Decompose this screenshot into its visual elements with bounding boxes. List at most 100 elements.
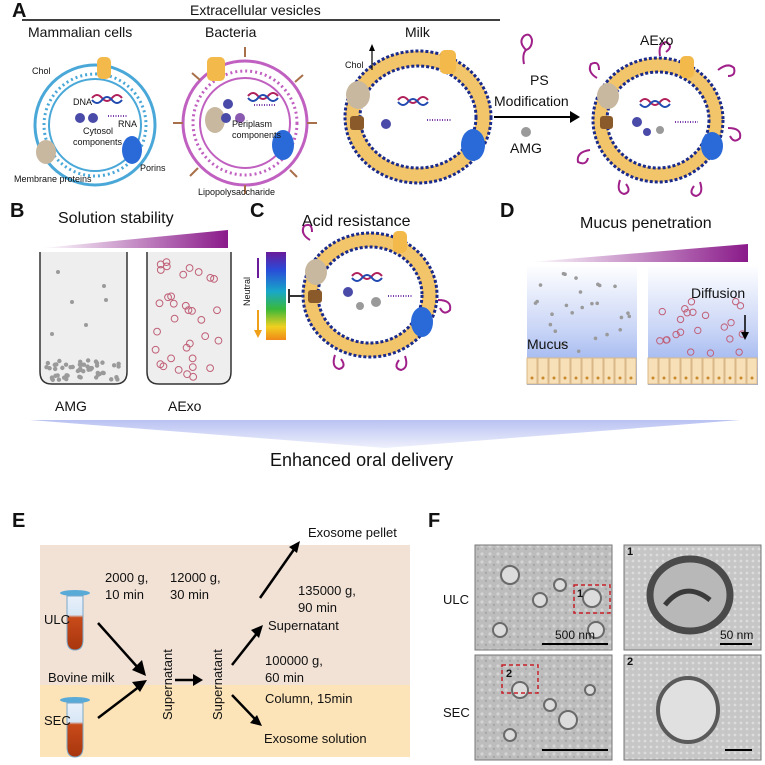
step1-line1: 2000 g,: [105, 570, 149, 585]
mucus-trapped-particle: [533, 301, 538, 305]
amg-sediment-particle: [54, 362, 59, 367]
mucus-trapped-particle: [548, 322, 553, 327]
mucus-trapped-particle: [626, 311, 630, 315]
ulc-label: ULC: [44, 612, 71, 627]
aexo-particle: [188, 307, 196, 315]
extracellular-vesicles-title: Extracellular vesicles: [190, 2, 321, 18]
panel-a: [22, 19, 742, 198]
step2-line1: 12000 g,: [170, 570, 221, 585]
panel-letter-f: F: [428, 510, 441, 532]
cell-nucleus: [607, 376, 611, 380]
exosome-pellet-label: Exosome pellet: [308, 525, 397, 540]
diffusing-aexo-particle: [658, 307, 666, 316]
supernatant-vertical-1: Supernatant: [160, 649, 175, 720]
mucus-trapped-particle: [578, 290, 583, 294]
diffusing-aexo-particle: [706, 349, 715, 357]
acid-resistance-title: Acid resistance: [302, 213, 411, 230]
mucus-trapped-particle: [597, 283, 602, 288]
amg-sediment-particle: [116, 364, 121, 369]
lipopolysaccharide-label: Lipopolysaccharide: [198, 187, 276, 197]
aexo-particle: [188, 363, 197, 372]
panel-letter-c: C: [250, 200, 265, 222]
step3-line1: 135000 g,: [298, 583, 356, 598]
aexo-particle: [201, 332, 210, 341]
mammalian-cells-label: Mammalian cells: [28, 24, 133, 40]
row-ulc-label: ULC: [443, 592, 470, 607]
ps-label: PS: [530, 72, 549, 88]
aexo-particle: [214, 336, 223, 345]
tube-sec: [60, 697, 90, 758]
epithelial-cell: [647, 357, 659, 385]
step4-line2: 60 min: [265, 670, 305, 685]
cell-nucleus: [574, 376, 578, 380]
epithelial-cell: [526, 357, 538, 385]
diffusing-aexo-particle: [676, 315, 685, 324]
cytosol-label: Cytosol: [83, 126, 114, 136]
epithelial-cell: [592, 357, 604, 385]
aexo-particle: [185, 264, 194, 272]
amg-sediment-particle: [78, 359, 83, 365]
tube-ulc: [60, 590, 90, 651]
amg-sediment-particle: [114, 375, 119, 380]
diffusing-aexo-particle: [681, 305, 689, 313]
amg-sediment-particle: [88, 367, 93, 372]
mucus-trapped-particle: [595, 301, 600, 306]
diffusing-aexo-particle: [720, 323, 729, 331]
cell-nucleus: [541, 376, 545, 380]
amg-sediment-particle: [97, 371, 102, 377]
epithelial-cell: [724, 357, 736, 385]
ph-color-scale: [266, 252, 286, 340]
mucus-penetration-title: Mucus penetration: [580, 215, 712, 232]
diffusing-aexo-particle: [676, 328, 685, 336]
mucus-trapped-particle: [576, 349, 581, 354]
epithelial-cell: [746, 357, 758, 385]
cell-nucleus: [673, 376, 677, 380]
cell-nucleus: [662, 376, 666, 380]
diffusing-aexo-particle: [689, 308, 697, 316]
enhanced-oral-delivery-text: Enhanced oral delivery: [270, 450, 454, 470]
mucus-trapped-particle: [593, 336, 598, 341]
panel-c: [254, 223, 452, 372]
cell-nucleus: [651, 376, 655, 380]
aexo-particle: [167, 292, 176, 301]
cell-nucleus: [695, 376, 699, 380]
modification-label: Modification: [494, 93, 569, 109]
epithelial-cell: [581, 357, 593, 385]
milk-vesicle: [343, 44, 493, 185]
mucus-trapped-particle: [570, 310, 575, 315]
epithelial-cell: [702, 357, 714, 385]
aexo-particle: [194, 268, 203, 276]
amg-sediment-particle: [57, 358, 62, 364]
membrane-proteins-label: Membrane proteins: [14, 174, 92, 184]
aexo-particle: [206, 364, 215, 373]
step2-line2: 30 min: [170, 587, 210, 602]
exosome-solution-label: Exosome solution: [264, 731, 367, 746]
cell-nucleus: [750, 376, 754, 380]
aexo-particle: [174, 366, 183, 374]
amg-tube-label: AMG: [55, 398, 87, 414]
mucus-trapped-particle: [613, 284, 617, 289]
aexo-tube-label: AExo: [168, 398, 202, 414]
mucus-trapped-particle: [560, 342, 565, 347]
bovine-milk-label: Bovine milk: [48, 670, 115, 685]
aexo-particle: [169, 299, 178, 308]
cell-nucleus: [585, 376, 589, 380]
amg-sediment-particle: [60, 365, 65, 371]
aexo-title: AExo: [640, 32, 674, 48]
panel-f: [474, 544, 762, 761]
cell-nucleus: [629, 376, 633, 380]
aexo-particle: [206, 273, 215, 282]
aexo-particle: [167, 354, 175, 363]
bacteria-label: Bacteria: [205, 24, 257, 40]
diffusing-aexo-particle: [726, 335, 734, 343]
mucus-trapped-particle: [553, 329, 558, 333]
chol-label-mammal: Chol: [32, 66, 51, 76]
rna-label: RNA: [118, 119, 138, 129]
mucus-trapped-particle: [538, 283, 543, 287]
step4-line1: 100000 g,: [265, 653, 323, 668]
cell-nucleus: [563, 376, 567, 380]
panel-b: [39, 230, 232, 385]
amg-label: AMG: [510, 140, 542, 156]
aexo-particle: [179, 270, 188, 279]
panel-d: [526, 244, 758, 385]
